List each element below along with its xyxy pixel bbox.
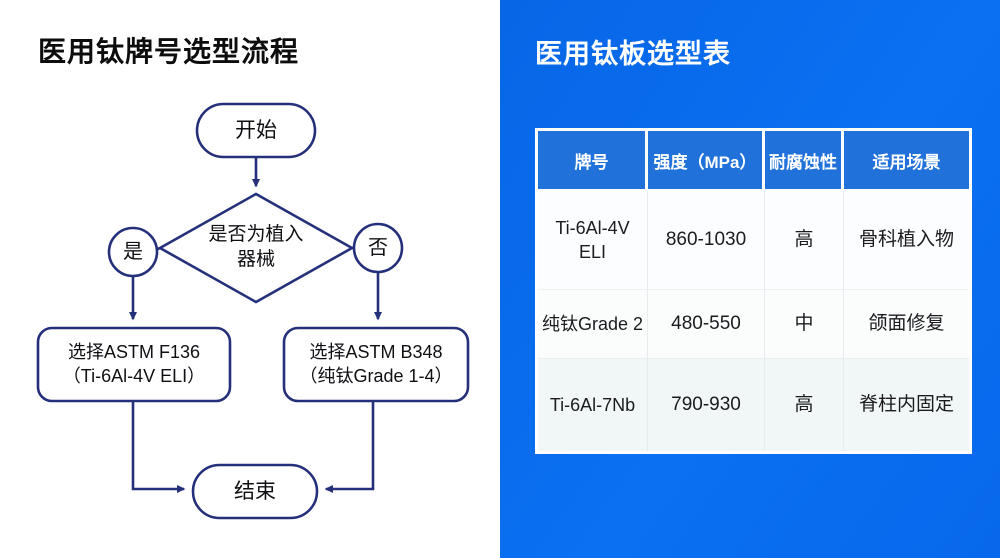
no-circle-shape (352, 222, 404, 274)
table-row: Ti-6Al-7Nb 790-930 高 脊柱内固定 (538, 358, 969, 451)
selection-table: 牌号 强度（MPa） 耐腐蚀性 适用场景 Ti-6Al-4V ELI 860-1… (538, 131, 969, 451)
cell-application: 骨科植入物 (844, 191, 969, 289)
right-box-shape (282, 326, 470, 403)
cell-grade: Ti-6Al-4V ELI (538, 191, 648, 289)
table-header-row: 牌号 强度（MPa） 耐腐蚀性 适用场景 (538, 131, 969, 191)
cell-grade: 纯钛Grade 2 (538, 289, 648, 358)
header-application: 适用场景 (844, 131, 969, 191)
cell-application: 脊柱内固定 (844, 358, 969, 451)
flowchart-panel: 医用钛牌号选型流程 开始 是否为植入 器械 是 否 选择ASTM F136 （T… (36, 36, 470, 520)
left-box-label: 选择ASTM F136 （Ti-6Al-4V ELI） (62, 342, 206, 386)
header-corrosion: 耐腐蚀性 (765, 131, 844, 191)
no-branch-label: 否 (368, 237, 388, 259)
cell-grade: Ti-6Al-7Nb (538, 358, 648, 451)
left-box-shape (36, 326, 232, 403)
table-title: 医用钛板选型表 (535, 39, 731, 69)
table-row: 纯钛Grade 2 480-550 中 颌面修复 (538, 289, 969, 358)
header-grade: 牌号 (538, 131, 648, 191)
yes-branch-label: 是 (123, 241, 143, 263)
cell-corrosion: 中 (765, 289, 844, 358)
decision-node-label: 是否为植入 器械 (208, 224, 304, 270)
cell-corrosion: 高 (765, 191, 844, 289)
start-node-shape (195, 102, 317, 159)
end-node-shape (191, 463, 319, 520)
cell-strength: 790-930 (648, 358, 765, 451)
cell-strength: 860-1030 (648, 191, 765, 289)
table-row: Ti-6Al-4V ELI 860-1030 高 骨科植入物 (538, 191, 969, 289)
header-strength: 强度（MPa） (648, 131, 765, 191)
selection-table-wrapper: 牌号 强度（MPa） 耐腐蚀性 适用场景 Ti-6Al-4V ELI 860-1… (535, 128, 972, 454)
flowchart-title: 医用钛牌号选型流程 (38, 36, 300, 67)
cell-corrosion: 高 (765, 358, 844, 451)
cell-strength: 480-550 (648, 289, 765, 358)
arrow-left-box-to-end (131, 401, 186, 493)
cell-application: 颌面修复 (844, 289, 969, 358)
decision-diamond-shape (157, 192, 355, 304)
right-box-label: 选择ASTM B348 （纯钛Grade 1-4） (299, 342, 453, 386)
arrow-right-box-to-end (324, 401, 375, 493)
end-node-label: 结束 (234, 479, 276, 503)
flowchart-graphic (36, 102, 470, 520)
yes-circle-shape (107, 226, 159, 278)
table-panel: 医用钛板选型表 牌号 强度（MPa） 耐腐蚀性 适用场景 Ti-6Al-4V (500, 0, 1000, 558)
start-node-label: 开始 (235, 118, 277, 142)
